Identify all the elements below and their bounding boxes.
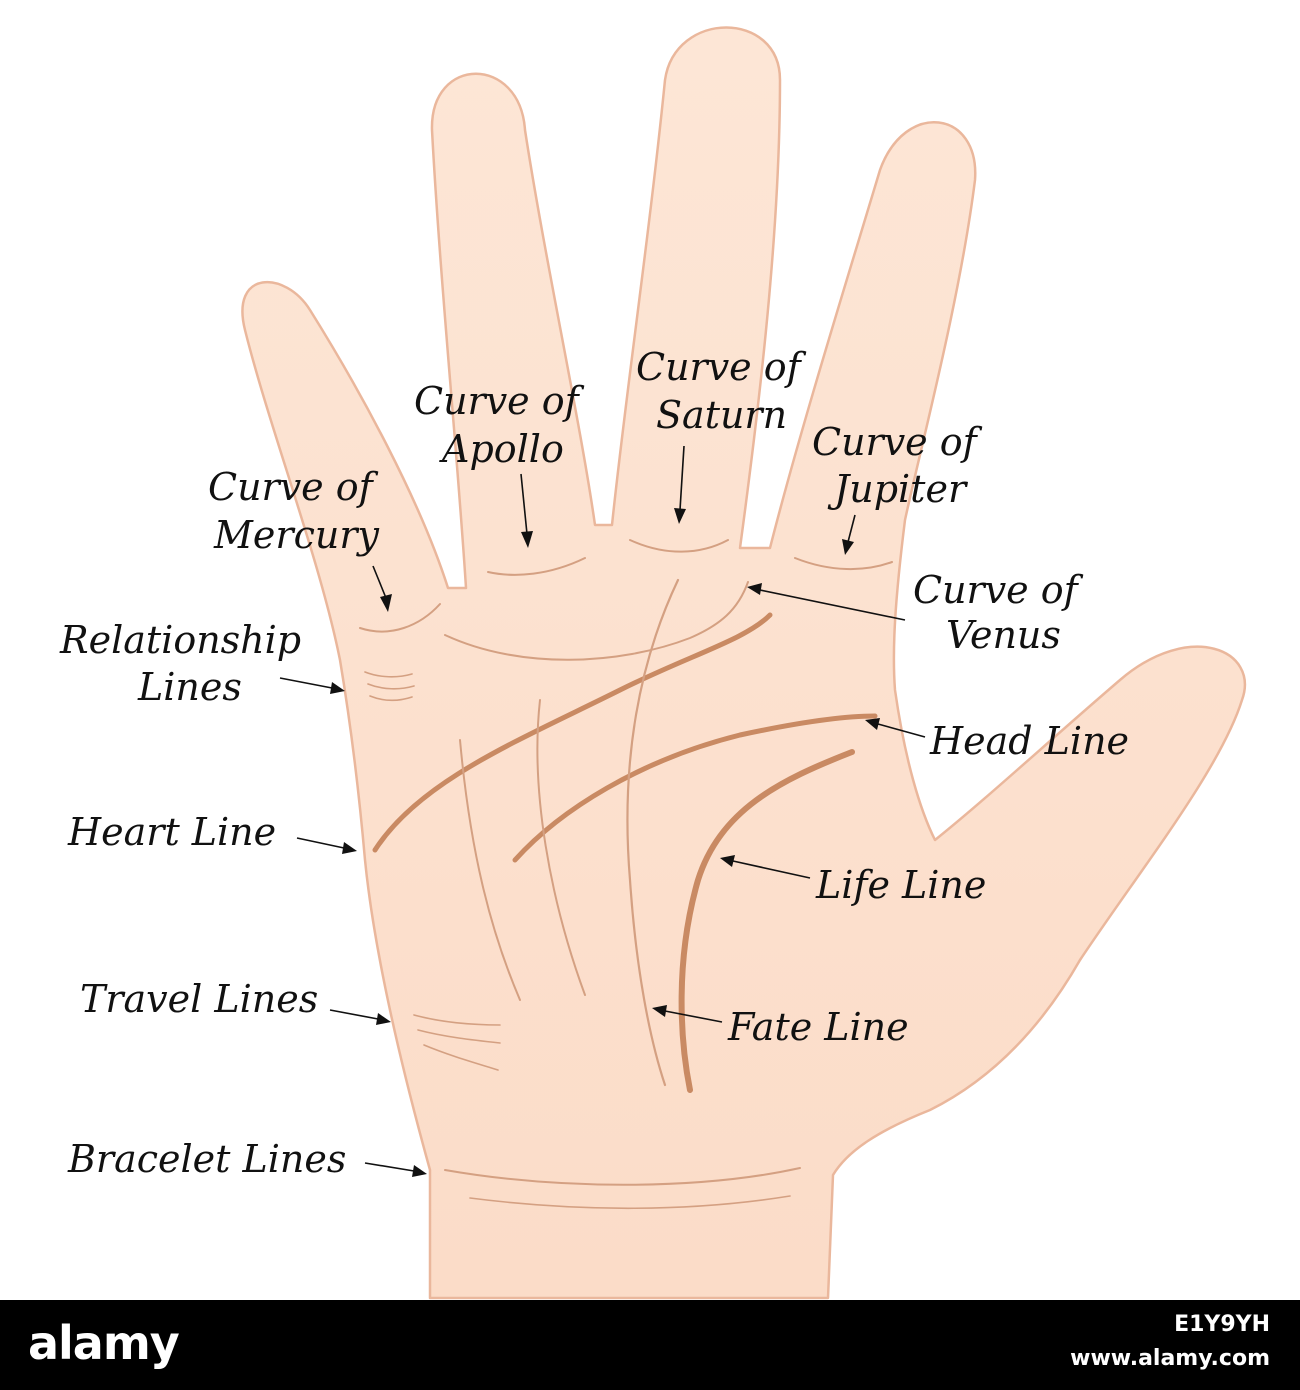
arrow-fate-line: [664, 1010, 723, 1023]
travel-line-3: [423, 1044, 499, 1071]
label-curve-jupiter-line1: Curve of: [812, 420, 983, 464]
arrow-mercury-head: [380, 594, 392, 612]
arrow-jupiter: [847, 514, 856, 543]
fate-line: [626, 578, 680, 1087]
travel-line-1: [413, 1014, 501, 1026]
hand-illustration: Curve of Mercury Curve of Apollo Curve o…: [59, 26, 1246, 1300]
label-curve-venus-line1: Curve of: [913, 568, 1084, 612]
bracelet-line-1: [444, 1167, 801, 1186]
label-relationship-line1: Relationship: [59, 618, 301, 662]
arrow-relationship: [279, 677, 333, 689]
label-curve-saturn-line1: Curve of: [636, 345, 807, 389]
arrow-travel-lines-head: [376, 1013, 391, 1025]
arrow-saturn: [679, 445, 685, 511]
arrow-venus: [759, 589, 906, 621]
label-curve-mercury-line2: Mercury: [213, 513, 379, 557]
label-life-line: Life Line: [815, 863, 986, 907]
label-curve-venus-line2: Venus: [946, 613, 1061, 657]
label-curve-jupiter-line2: Jupiter: [827, 467, 969, 511]
venus-curve: [444, 581, 749, 661]
relationship-line-3: [369, 695, 413, 702]
arrow-bracelet-lines-head: [412, 1165, 427, 1177]
arrow-apollo: [520, 473, 528, 535]
label-bracelet-lines: Bracelet Lines: [67, 1137, 346, 1181]
image-id: E1Y9YH: [1174, 1312, 1270, 1337]
relationship-line-2: [367, 683, 415, 690]
arrow-bracelet-lines: [364, 1162, 415, 1172]
arrow-heart-line: [296, 837, 345, 849]
site-url: www.alamy.com: [1070, 1346, 1270, 1371]
palm-crease-1: [459, 739, 521, 1001]
label-heart-line: Heart Line: [67, 810, 276, 854]
life-line: [678, 749, 855, 1093]
arrow-apollo-head: [521, 531, 533, 548]
label-curve-apollo-line1: Curve of: [414, 379, 585, 423]
arrow-travel-lines: [329, 1009, 379, 1020]
pointer-arrows: [279, 445, 926, 1177]
arrow-relationship-head: [330, 682, 345, 694]
travel-line-2: [417, 1029, 501, 1044]
label-head-line: Head Line: [929, 719, 1129, 763]
apollo-curve: [487, 557, 586, 576]
label-curve-apollo-line2: Apollo: [439, 427, 564, 471]
hand-outline: [241, 26, 1246, 1300]
alamy-logo: alamy: [28, 1316, 180, 1370]
label-fate-line: Fate Line: [727, 1005, 909, 1049]
label-travel-lines: Travel Lines: [80, 977, 318, 1021]
arrow-saturn-head: [674, 508, 686, 524]
arrow-life-line: [732, 860, 811, 879]
bracelet-line-2: [469, 1195, 791, 1210]
jupiter-curve: [794, 557, 893, 571]
arrow-fate-line-head: [652, 1005, 667, 1017]
arrow-head-line-head: [865, 718, 880, 730]
mercury-curve: [359, 603, 441, 633]
label-relationship-line2: Lines: [137, 665, 242, 709]
label-curve-saturn-line2: Saturn: [656, 393, 787, 437]
relationship-line-1: [364, 671, 413, 678]
arrow-heart-line-head: [342, 842, 357, 854]
stock-footer-bar: alamy E1Y9YH www.alamy.com: [0, 1300, 1300, 1390]
labels: Curve of Mercury Curve of Apollo Curve o…: [59, 345, 1129, 1181]
arrow-venus-head: [747, 583, 762, 595]
arrow-head-line: [877, 723, 926, 738]
head-line: [512, 713, 878, 863]
saturn-curve: [629, 539, 729, 553]
label-curve-mercury-line1: Curve of: [208, 465, 379, 509]
arrow-mercury: [372, 565, 387, 599]
heart-line: [372, 612, 773, 853]
arrow-jupiter-head: [842, 539, 854, 555]
palm-crease-2: [536, 699, 586, 996]
arrow-life-line-head: [720, 855, 735, 867]
